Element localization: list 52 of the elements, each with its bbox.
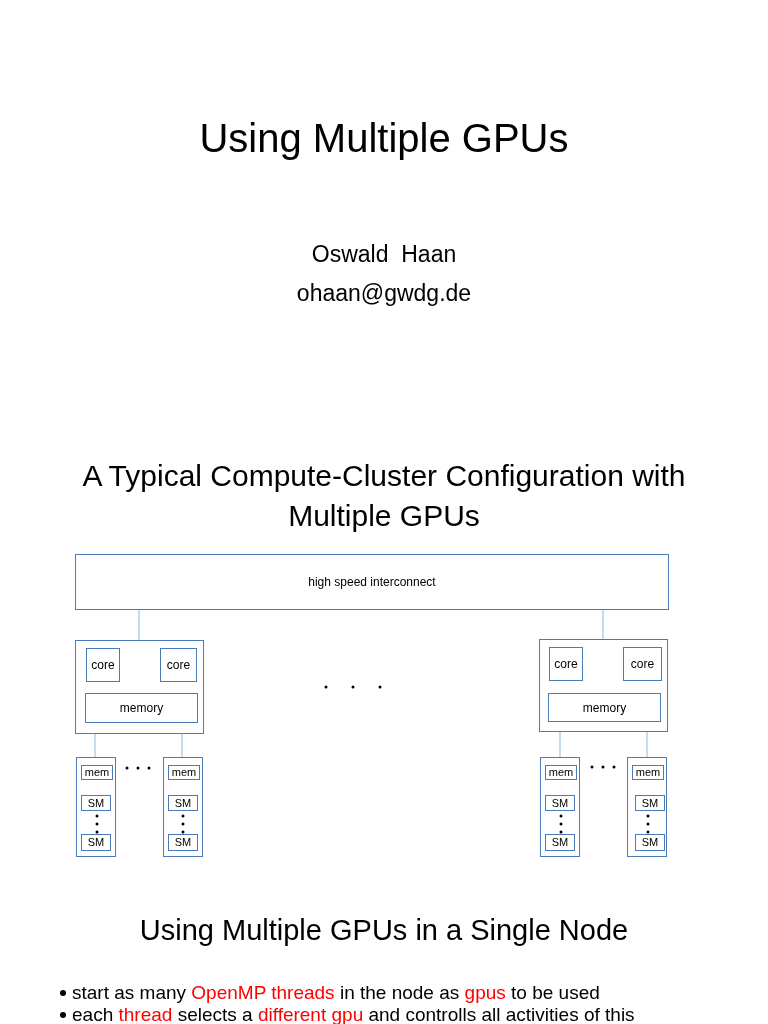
box-label: memory [582,701,627,714]
box-label: core [630,658,655,670]
host-node-box [75,640,204,734]
box-label: SM [551,837,569,848]
component-box [545,795,575,811]
component-box [635,795,665,811]
component-box [549,647,583,681]
box-label: memory [119,702,164,714]
slide-title: Using Multiple GPUs [198,115,570,162]
component-box [545,834,575,851]
author-name: Oswald Haan [310,240,458,269]
box-label: SM [87,797,105,809]
component-box [85,693,198,723]
connector-line [559,731,561,758]
box-label: SM [87,837,105,848]
box-label: SM [174,797,192,809]
component-box [160,648,197,682]
box-label: mem [635,767,661,778]
connector-line [138,609,140,641]
box-label: SM [641,837,659,848]
component-box [623,647,662,681]
component-box [168,795,198,811]
connector-line [646,731,648,758]
component-box [81,795,111,811]
box-label: core [166,659,191,671]
connector-line [94,733,96,758]
box-label: high speed interconnect [308,576,436,588]
slide-heading: A Typical Compute-Cluster Configuration with Multiple GPUs [81,458,687,534]
box-label: core [554,658,578,670]
component-box [75,554,669,610]
slide-heading: Using Multiple GPUs in a Single Node [138,913,630,948]
gpu-box [627,757,667,857]
email-address: ohaan@gwdg.de [295,279,473,308]
box-label: mem [171,767,197,778]
box-label: mem [548,767,574,778]
component-box [168,834,198,851]
component-box [548,693,661,722]
box-label: SM [551,797,569,809]
connector-line [602,609,604,640]
component-box [81,834,111,851]
box-label: mem [84,767,110,778]
connector-line [181,733,183,758]
component-box [635,834,665,851]
gpu-box [76,757,116,857]
gpu-box [163,757,203,857]
box-label: SM [641,797,659,809]
host-node-box [539,639,668,732]
bullet-point: start as many OpenMP threads in the node as gpus to be used [72,982,601,1004]
box-label: SM [174,837,192,848]
gpu-box [540,757,580,857]
box-label: core [91,659,115,671]
component-box [86,648,120,682]
